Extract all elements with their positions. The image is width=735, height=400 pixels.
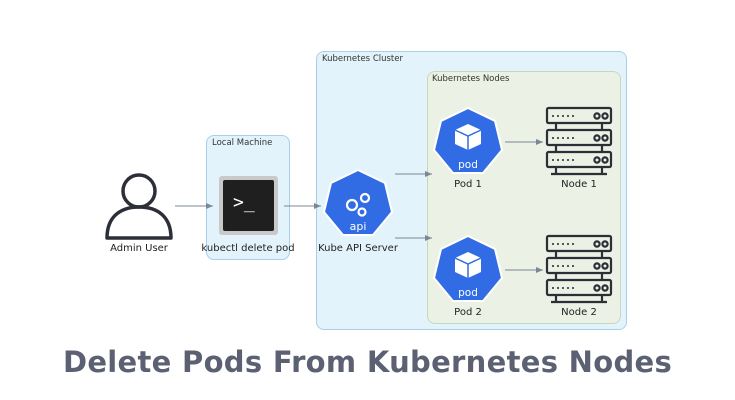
- node-1-label: Node 1: [561, 179, 597, 190]
- pod-1-icon: pod: [432, 106, 504, 174]
- local-machine-label: Local Machine: [212, 138, 273, 148]
- terminal-icon: >_: [219, 176, 278, 235]
- api-server-icon: api: [322, 168, 394, 236]
- api-server-label: Kube API Server: [318, 243, 398, 254]
- svg-text:pod: pod: [458, 287, 478, 299]
- kubectl-label: kubectl delete pod: [201, 243, 295, 254]
- server-node-2-icon: [545, 234, 613, 304]
- kubernetes-nodes-label: Kubernetes Nodes: [432, 74, 510, 84]
- pod-2-icon: pod: [432, 234, 504, 302]
- pod-2-label: Pod 2: [454, 307, 482, 318]
- pod-1-label: Pod 1: [454, 179, 482, 190]
- user-icon: [105, 173, 173, 240]
- page-title: Delete Pods From Kubernetes Nodes: [62, 345, 673, 379]
- node-2-label: Node 2: [561, 307, 597, 318]
- admin-user-label: Admin User: [110, 243, 168, 254]
- svg-text:pod: pod: [458, 159, 478, 171]
- server-node-1-icon: [545, 106, 613, 176]
- svg-text:api: api: [350, 220, 367, 233]
- svg-text:>_: >_: [233, 192, 255, 213]
- kubernetes-cluster-label: Kubernetes Cluster: [322, 54, 403, 64]
